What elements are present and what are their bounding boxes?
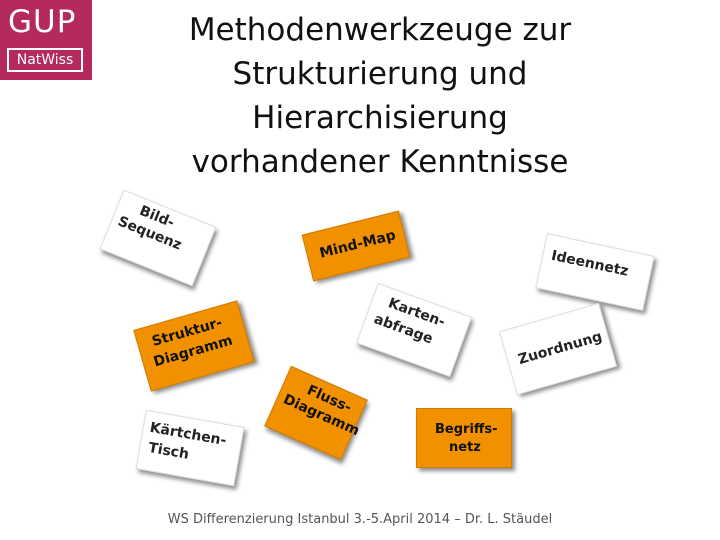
logo-natwiss-text: NatWiss xyxy=(7,48,83,72)
card-karten-abfrage: Karten- abfrage xyxy=(356,282,472,378)
card-fluss-diagramm: Fluss- Diagramm xyxy=(264,365,368,461)
card-zuordnung-line1: Zuordnung xyxy=(516,328,605,368)
card-mind-map: Mind-Map xyxy=(301,210,411,282)
card-zuordnung: Zuordnung xyxy=(498,302,618,396)
gup-natwiss-logo: GUP NatWiss xyxy=(0,0,92,80)
footer-text: WS Differenzierung Istanbul 3.-5.April 2… xyxy=(167,512,553,527)
card-ideennetz-line1: Ideennetz xyxy=(549,247,630,280)
card-kaertchen-tisch-line2: Tisch xyxy=(147,439,191,463)
title-line-2: Strukturierung und xyxy=(232,56,528,92)
card-begriffsnetz: Begriffs- netz xyxy=(416,408,512,468)
card-kaertchen-tisch: Kärtchen- Tisch xyxy=(135,409,245,487)
title-line-1: Methodenwerkzeuge zur xyxy=(188,12,572,48)
card-begriffsnetz-line1: Begriffs- xyxy=(435,422,498,437)
card-bild-sequenz: Bild- Sequenz xyxy=(99,189,217,287)
title-line-3: Hierarchisierung xyxy=(252,100,508,136)
title-line-4: vorhandener Kenntnisse xyxy=(191,144,569,180)
card-mind-map-line1: Mind-Map xyxy=(317,227,398,262)
card-struktur-diagramm: Struktur- Diagramm xyxy=(133,300,255,392)
logo-gup-text: GUP xyxy=(8,4,77,40)
card-ideennetz: Ideennetz xyxy=(535,233,655,311)
slide-title: Methodenwerkzeuge zur Strukturierung und… xyxy=(120,8,640,184)
card-begriffsnetz-line2: netz xyxy=(449,440,481,455)
